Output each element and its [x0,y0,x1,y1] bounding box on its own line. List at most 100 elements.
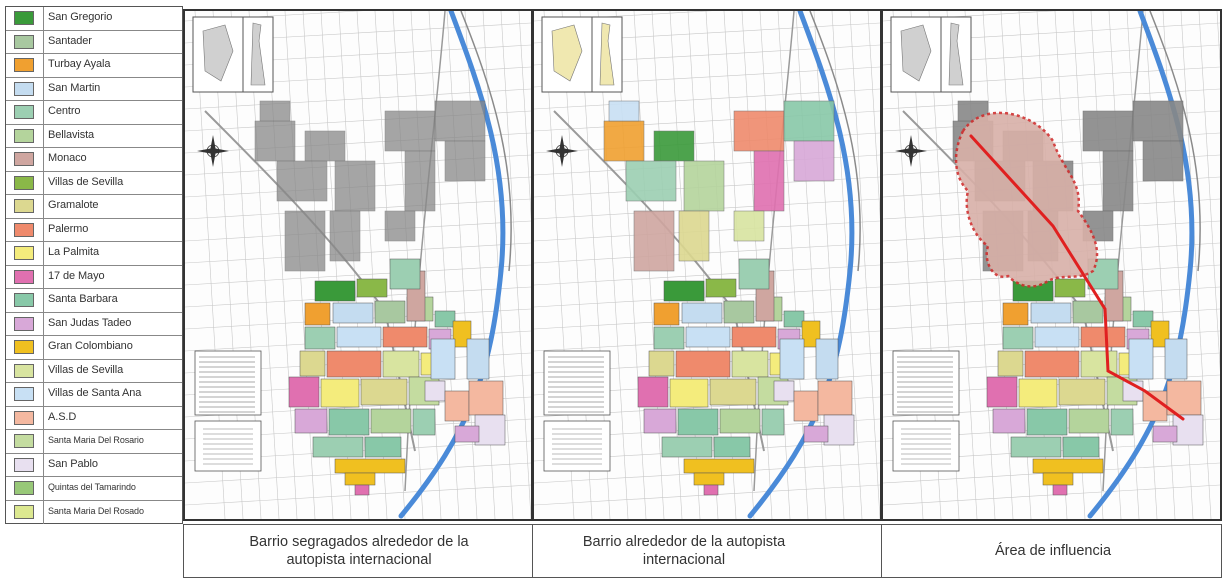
neighborhood-block [733,210,765,242]
neighborhood-block [738,258,770,290]
neighborhood-block [276,160,328,202]
neighborhood-block [608,100,640,122]
neighborhood-block [683,160,725,212]
legend-label: Palermo [48,222,89,235]
legend-divider [43,242,44,265]
street-line [964,11,996,519]
neighborhood-block [444,390,470,422]
legend-divider [43,453,44,476]
legend-item: Palermo [6,218,182,242]
neighborhood-block [661,436,713,458]
inset-region [250,22,266,86]
legend-label: San Martin [48,81,101,94]
legend-label: Santader [48,34,92,47]
river-bank [460,11,512,272]
legend-label: San Pablo [48,457,98,470]
neighborhood-block [1142,390,1168,422]
street-line [946,11,978,519]
neighborhood-block [653,302,680,326]
street-line [1198,11,1220,372]
legend-item: Quintas del Tamarindo [6,477,182,501]
neighborhood-block [1072,300,1104,324]
legend-swatch [14,481,34,495]
neighborhood-block [1080,326,1126,348]
legend-item: Santa Maria Del Rosado [6,500,182,524]
legend-item: Santa Maria Del Rosario [6,430,182,454]
neighborhood-block [1150,320,1170,348]
legend-divider [43,289,44,312]
inset-region [202,24,234,82]
caption-neighborhoods: Barrio alrededor de la autopista interna… [582,534,786,568]
legend-swatch [14,175,34,190]
map-canvas [534,11,880,519]
neighborhood-block [466,338,490,380]
map-canvas [185,11,531,519]
neighborhood-block [678,210,710,262]
street-line [266,11,298,519]
neighborhood-block [643,408,677,434]
neighborhood-block [675,350,731,378]
neighborhood-block [304,326,336,350]
neighborhood-block [992,408,1026,434]
legend-label: Gramalote [48,199,99,211]
inset-region [551,24,583,82]
neighborhood-block [328,408,370,436]
neighborhood-block [299,350,326,377]
legend-item: Villas de Santa Ana [6,383,182,407]
street-line [428,11,460,519]
neighborhood-block [731,350,769,378]
neighborhood-block [815,338,839,380]
neighborhood-block [1082,110,1134,152]
legend-label: La Palmita [48,246,99,258]
river-bank [1149,11,1201,272]
neighborhood-block [986,376,1018,408]
neighborhood-block [312,436,364,458]
neighborhood-block [314,280,356,302]
legend-divider [43,477,44,500]
caption-influence-area: Área de influencia [994,543,1112,559]
street-line [1144,11,1176,519]
neighborhood-block [823,414,855,446]
neighborhood-block [1010,436,1062,458]
neighborhood-block [817,380,853,416]
street-line [356,11,388,519]
neighborhood-block [1152,425,1178,443]
neighborhood-block [320,378,360,408]
neighborhood-block [354,484,370,496]
caption-divider [532,525,533,577]
neighborhood-block [793,140,835,182]
neighborhood-block [681,302,723,324]
neighborhood-block [683,458,755,474]
legend-swatch [14,152,34,166]
map-key-box [543,350,611,416]
legend-swatch [14,128,34,143]
neighborhood-block [713,436,751,458]
legend-divider [43,406,44,429]
legend-label: Bellavista [48,128,95,141]
legend-swatch [14,199,34,213]
main-road [1102,11,1144,492]
neighborhood-block [801,320,821,348]
neighborhood-block [284,210,326,272]
neighborhood-block [1030,302,1072,324]
neighborhood-block [430,338,456,380]
legend-divider [43,101,44,124]
legend-label: Santa Barbara [48,293,118,305]
neighborhood-block [793,390,819,422]
neighborhood-block [1058,378,1106,406]
neighborhood-block [1132,310,1154,328]
legend-swatch [14,222,34,237]
legend-item: Santa Barbara [6,289,182,313]
river [747,11,855,519]
main-road [404,11,446,492]
compass-rose-icon [895,135,927,167]
compass-ring [555,144,569,158]
river [398,11,506,519]
neighborhood-block [1018,378,1058,408]
legend-swatch [14,11,34,25]
neighborhood-block [288,376,320,408]
neighborhood-block [1042,472,1074,486]
neighborhood-block [783,100,835,142]
street-line [883,88,1220,110]
